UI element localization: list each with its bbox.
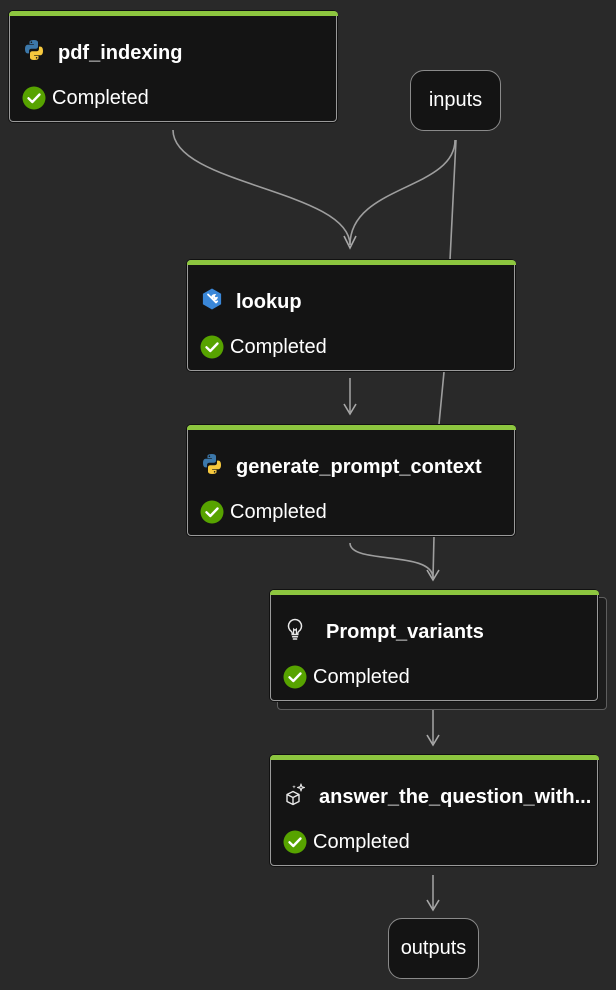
python-icon: [22, 38, 46, 62]
status-text: Completed: [230, 500, 327, 523]
check-circle-icon: [22, 86, 46, 110]
edge-inputs-to-lookup: [349, 139, 456, 246]
outputs-label: outputs: [400, 937, 467, 959]
edge-inputs-to-prompt-variants: [438, 139, 457, 425]
edge-generate-to-prompt-variants: [349, 542, 434, 579]
sparkle-cube-icon: [283, 782, 307, 806]
status: Completed: [200, 500, 327, 524]
status-text: Completed: [313, 830, 410, 853]
tool-icon: [200, 287, 224, 311]
node-answer-the-question[interactable]: answer_the_question_with... Completed: [269, 754, 599, 866]
status: Completed: [283, 665, 410, 689]
status-text: Completed: [230, 335, 327, 358]
check-circle-icon: [200, 335, 224, 359]
python-icon: [200, 452, 224, 476]
check-circle-icon: [283, 665, 307, 689]
node-generate-prompt-context[interactable]: generate_prompt_context Completed: [186, 424, 516, 536]
check-circle-icon: [200, 500, 224, 524]
node-title: lookup: [236, 291, 302, 313]
node-title: answer_the_question_with...: [319, 786, 592, 808]
inputs-node[interactable]: inputs: [410, 70, 501, 131]
node-lookup[interactable]: lookup Completed: [186, 259, 516, 371]
inputs-label: inputs: [428, 89, 483, 111]
node-title: generate_prompt_context: [236, 456, 482, 478]
outputs-node[interactable]: outputs: [388, 918, 479, 979]
edge-pdf-indexing-to-lookup: [172, 129, 351, 246]
check-circle-icon: [283, 830, 307, 854]
status: Completed: [283, 830, 410, 854]
node-prompt-variants[interactable]: Prompt_variants Completed: [269, 589, 599, 701]
node-title: pdf_indexing: [58, 42, 183, 64]
status: Completed: [22, 86, 149, 110]
status-text: Completed: [313, 665, 410, 688]
node-title: Prompt_variants: [326, 621, 484, 643]
node-pdf-indexing[interactable]: pdf_indexing Completed: [8, 10, 338, 122]
lightbulb-icon: [283, 617, 307, 641]
status: Completed: [200, 335, 327, 359]
status-text: Completed: [52, 86, 149, 109]
